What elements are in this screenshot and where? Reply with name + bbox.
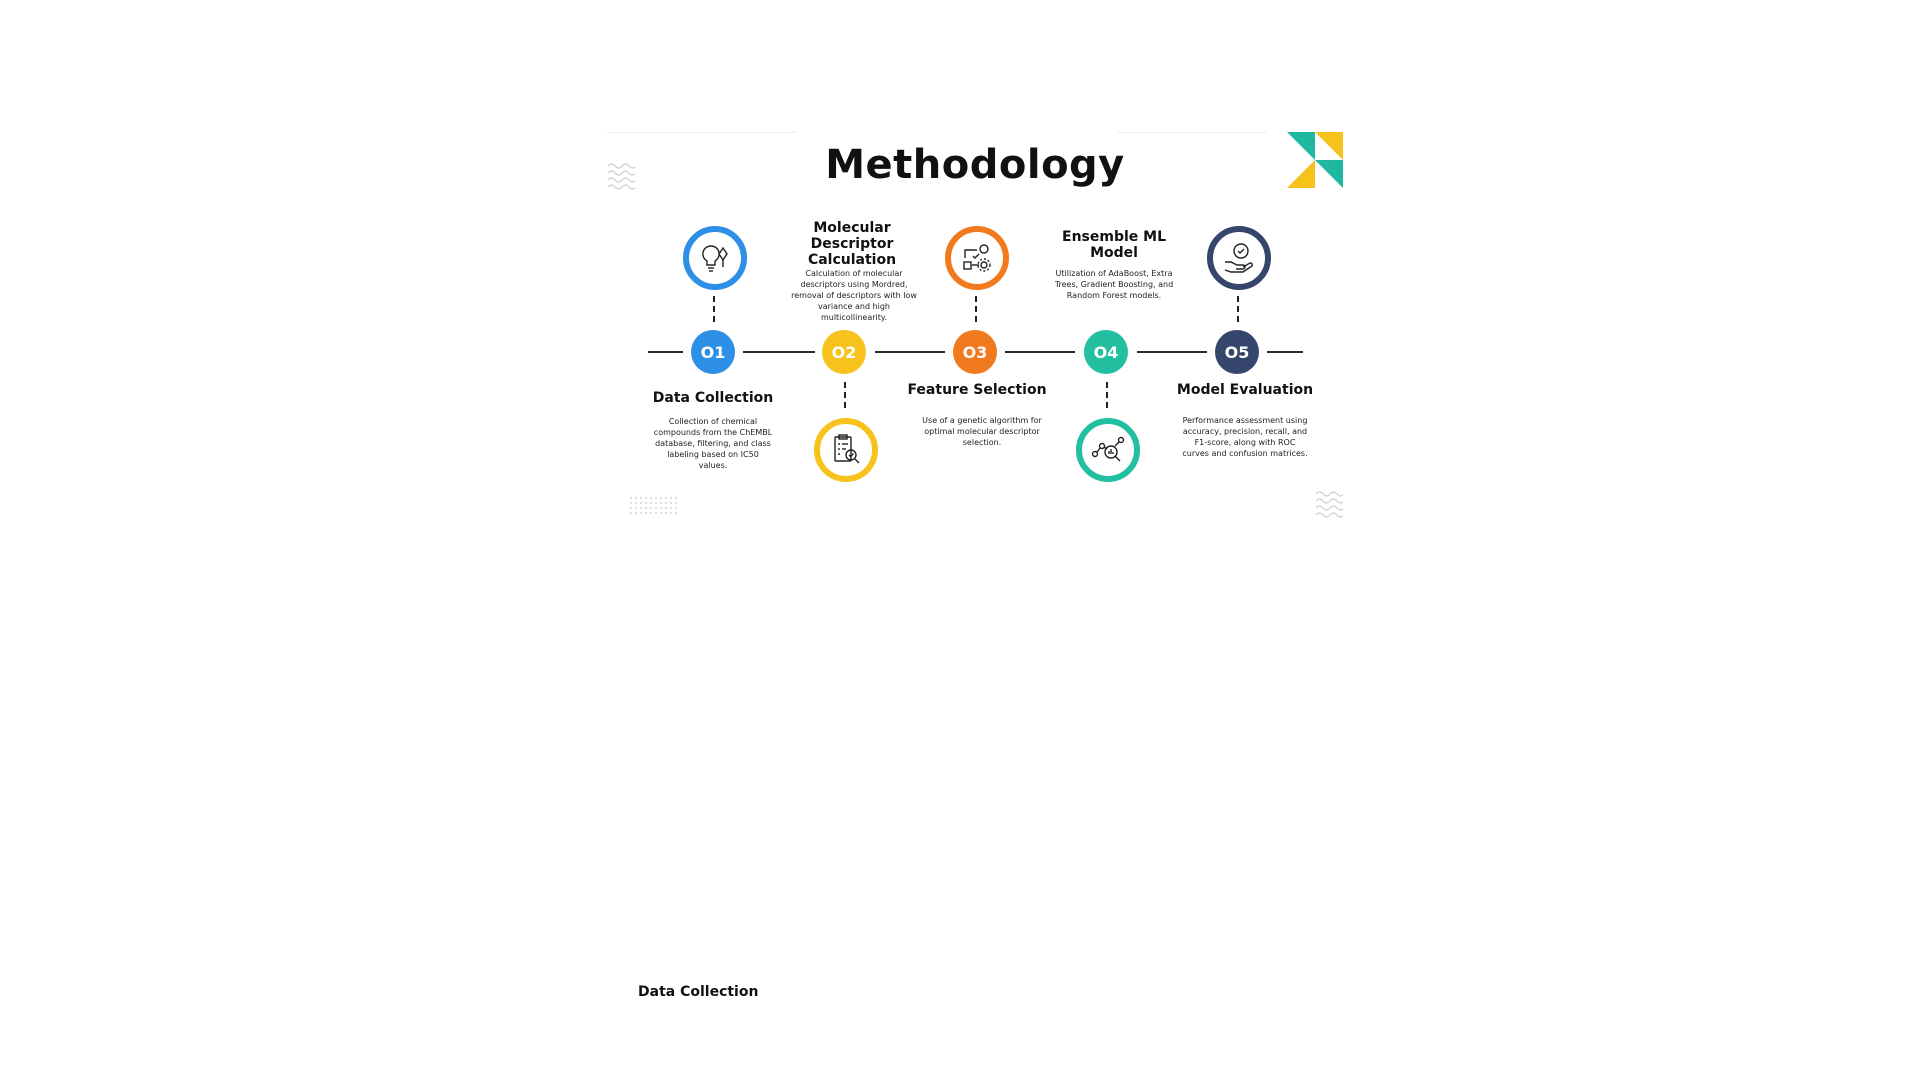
corner-triangles-icon (1287, 132, 1343, 188)
step-3-title: Feature Selection (907, 382, 1047, 398)
step-1-title: Data Collection (652, 390, 774, 406)
hand-check-icon (1207, 226, 1271, 290)
timeline-line (1137, 351, 1207, 353)
methodology-diagram: Methodology O1 O2 O3 O4 O5 (607, 130, 1343, 550)
divider (607, 132, 797, 133)
connector-dash (844, 382, 846, 408)
connector-dash (975, 296, 977, 322)
timeline-line (1005, 351, 1075, 353)
step-1-node: O1 (691, 330, 735, 374)
dot-grid-decoration-icon (630, 497, 677, 514)
lightbulb-icon (683, 226, 747, 290)
page-title: Methodology (825, 142, 1125, 188)
connector-dash (1106, 382, 1108, 408)
step-2-node: O2 (822, 330, 866, 374)
wave-decoration-icon (1315, 491, 1343, 518)
connector-dash (1237, 296, 1239, 322)
step-5-node: O5 (1215, 330, 1259, 374)
step-4-description: Utilization of AdaBoost, Extra Trees, Gr… (1054, 269, 1174, 300)
divider (1117, 132, 1267, 133)
checklist-search-icon (814, 418, 878, 482)
workflow-gear-icon (945, 226, 1009, 290)
step-3-description: Use of a genetic algorithm for optimal m… (922, 416, 1042, 447)
step-2-description: Calculation of molecular descriptors usi… (791, 269, 917, 322)
network-search-icon (1076, 418, 1140, 482)
timeline-line (875, 351, 945, 353)
step-4-node: O4 (1084, 330, 1128, 374)
timeline-line (743, 351, 815, 353)
timeline-line (1267, 351, 1303, 353)
step-5-title: Model Evaluation (1176, 382, 1314, 398)
connector-dash (713, 296, 715, 322)
wave-decoration-icon (607, 163, 635, 190)
footer-label: Data Collection (638, 984, 759, 1000)
step-5-description: Performance assessment using accuracy, p… (1182, 416, 1308, 458)
step-4-title: Ensemble ML Model (1062, 229, 1166, 261)
step-3-node: O3 (953, 330, 997, 374)
step-1-description: Collection of chemical compounds from th… (653, 417, 773, 470)
step-2-title: Molecular Descriptor Calculation (807, 220, 897, 268)
timeline-line (648, 351, 683, 353)
